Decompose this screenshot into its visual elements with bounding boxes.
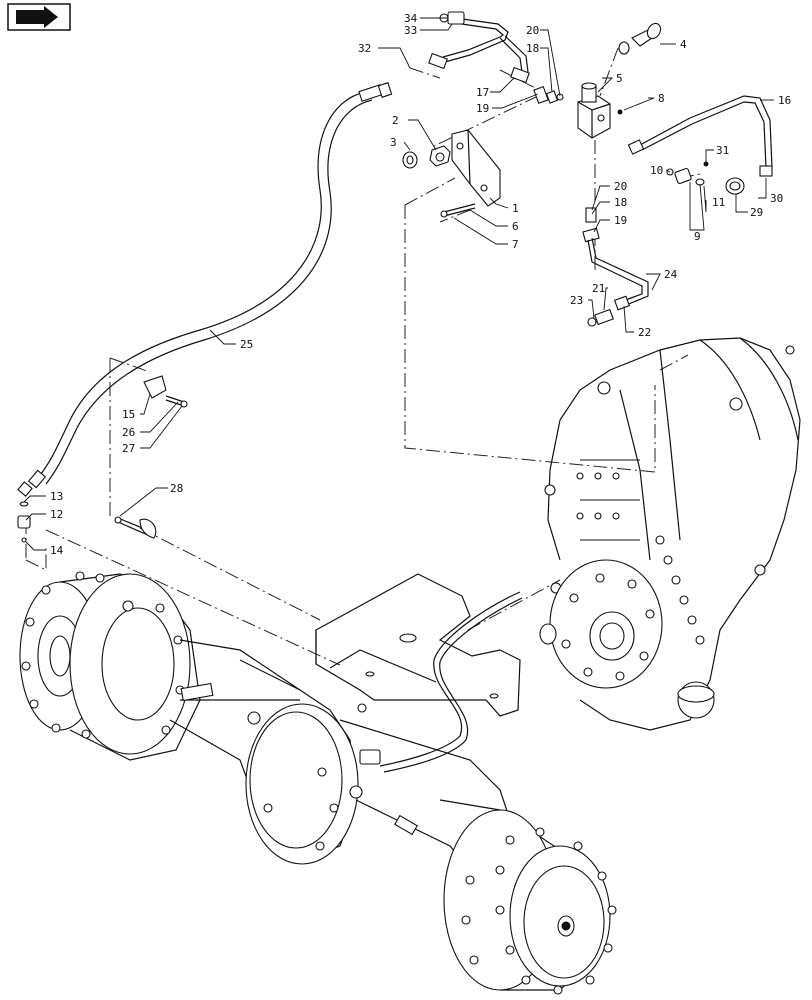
callout-1: 1 [512,202,519,215]
callout-20-lower: 20 [614,180,627,193]
callout-24: 24 [664,268,678,281]
callout-33: 33 [404,24,417,37]
callout-28: 28 [170,482,183,495]
callout-7: 7 [512,238,519,251]
fittings-right [666,161,745,195]
clip-28 [114,516,157,539]
callout-18-lower: 18 [614,196,627,209]
callout-26: 26 [122,426,135,439]
callout-labels: 34 33 32 20 18 4 5 8 17 19 16 2 3 31 10 … [50,12,791,557]
tube-24 [582,207,649,311]
callout-9: 9 [694,230,701,243]
valve-block-5 [577,82,623,139]
callout-6: 6 [512,220,519,233]
callout-19-upper: 19 [476,102,489,115]
callout-31: 31 [716,144,729,157]
callout-17: 17 [476,86,489,99]
callout-5: 5 [616,72,623,85]
tube-assembly-34 [428,11,530,84]
callout-2: 2 [392,114,399,127]
callout-32: 32 [358,42,371,55]
callout-21: 21 [592,282,605,295]
axle-hose [379,591,523,773]
tube-16 [627,95,773,177]
callout-30: 30 [770,192,783,205]
callout-20-upper: 20 [526,24,539,37]
next-page-arrow-icon[interactable] [7,3,71,31]
callout-15: 15 [122,408,135,421]
callout-27: 27 [122,442,135,455]
clip-15 [143,375,188,408]
axle-mounting-plate [315,573,521,717]
callout-14: 14 [50,544,64,557]
callout-25: 25 [240,338,253,351]
callout-23: 23 [570,294,583,307]
callout-8: 8 [658,92,665,105]
hose-25 [17,82,393,497]
callout-18-upper: 18 [526,42,539,55]
callout-34: 34 [404,12,418,25]
screw-21 [587,308,614,327]
fitting-set-upper [533,86,564,104]
fittings-left [17,501,31,543]
callout-29: 29 [750,206,763,219]
bracket-1 [451,129,501,207]
bolt-6 [440,203,476,218]
callout-10: 10 [650,164,663,177]
callout-3: 3 [390,136,397,149]
callout-13: 13 [50,490,63,503]
callout-16: 16 [778,94,791,107]
output-flange [539,559,663,689]
screw-4 [618,22,662,55]
nut-2 [429,145,451,167]
leader-lines [23,17,774,551]
callout-22: 22 [638,326,651,339]
callout-12: 12 [50,508,63,521]
washer-3 [402,151,418,169]
transmission-housing [544,337,801,731]
callout-11: 11 [712,196,725,209]
callout-19-lower: 19 [614,214,627,227]
callout-4: 4 [680,38,687,51]
axle-body [19,571,617,995]
